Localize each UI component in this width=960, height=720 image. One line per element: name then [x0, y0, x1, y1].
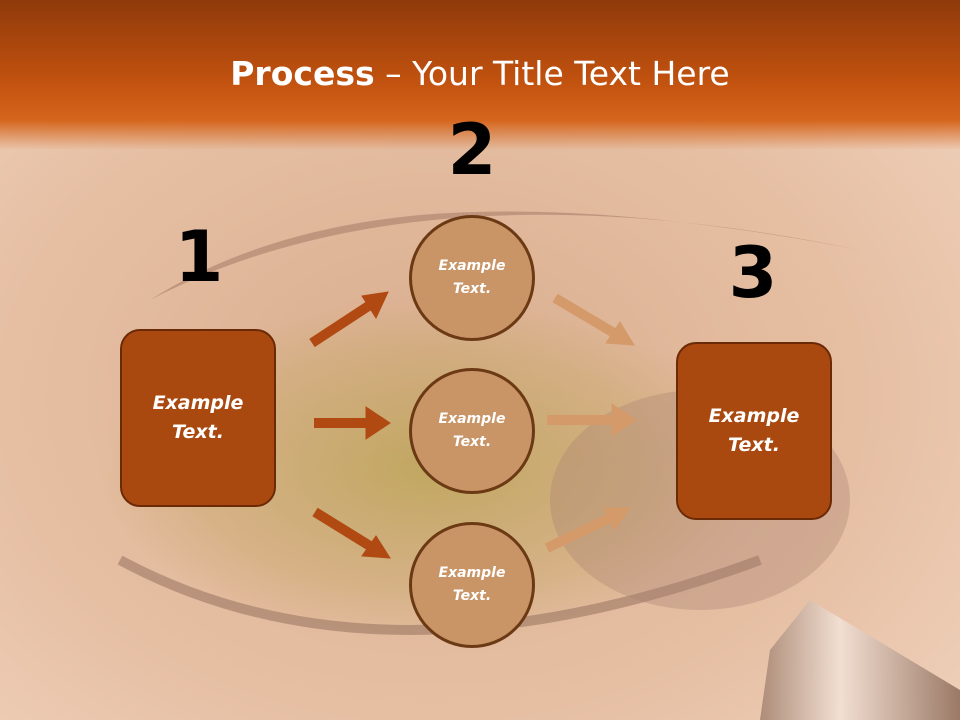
right-box-text: Example Text. — [708, 405, 800, 456]
header-band — [0, 0, 960, 150]
circle-top: Example Text. — [409, 215, 535, 341]
left-box: Example Text. — [120, 329, 276, 507]
title-bold: Process — [230, 54, 375, 93]
right-box: Example Text. — [676, 342, 832, 520]
arrow-left-middle — [314, 406, 391, 440]
arrow-right-down — [552, 293, 635, 346]
title-rest: – Your Title Text Here — [374, 54, 730, 93]
arrow-right-middle — [547, 403, 637, 437]
arrow-left-up — [309, 291, 389, 348]
circle-bottom-text: Example Text. — [438, 565, 506, 604]
circle-bottom: Example Text. — [409, 522, 535, 648]
circle-middle: Example Text. — [409, 368, 535, 494]
step-number-2: 2 — [447, 109, 497, 191]
circle-top-text: Example Text. — [438, 258, 506, 297]
page-title: Process – Your Title Text Here — [0, 52, 960, 96]
arrow-left-down — [312, 507, 391, 559]
step-number-3: 3 — [728, 232, 778, 314]
arrow-right-up — [544, 507, 631, 553]
circle-middle-text: Example Text. — [438, 411, 506, 450]
step-number-1: 1 — [174, 216, 224, 298]
left-box-text: Example Text. — [152, 392, 244, 443]
